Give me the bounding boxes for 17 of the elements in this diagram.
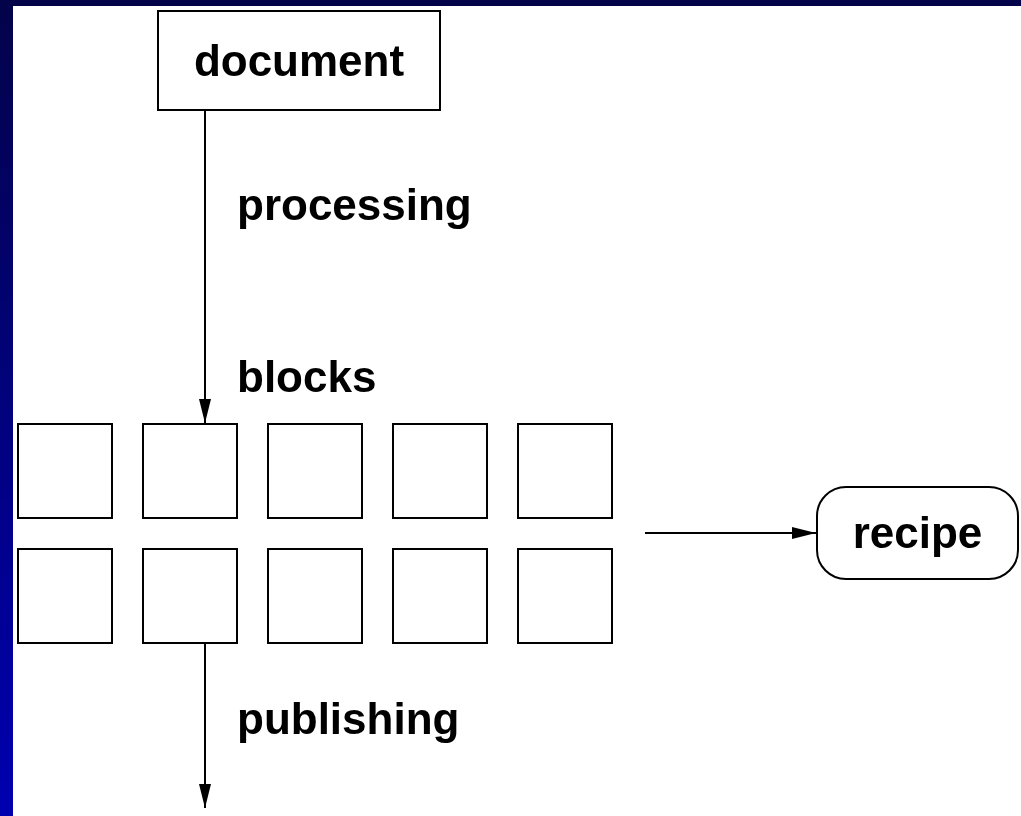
block-box xyxy=(267,548,363,644)
block-box xyxy=(17,548,113,644)
block-box xyxy=(392,548,488,644)
block-box xyxy=(517,423,613,519)
block-box xyxy=(17,423,113,519)
node-label: recipe xyxy=(852,511,983,555)
process-box xyxy=(157,10,441,111)
block-box xyxy=(142,548,238,644)
node-label: document xyxy=(193,38,405,83)
arrow xyxy=(644,527,817,539)
block-box xyxy=(142,423,238,519)
terminal-box xyxy=(816,486,1019,580)
block-box xyxy=(517,548,613,644)
arrow xyxy=(199,643,211,809)
block-box xyxy=(392,423,488,519)
arrow xyxy=(199,110,211,424)
block-box xyxy=(267,423,363,519)
